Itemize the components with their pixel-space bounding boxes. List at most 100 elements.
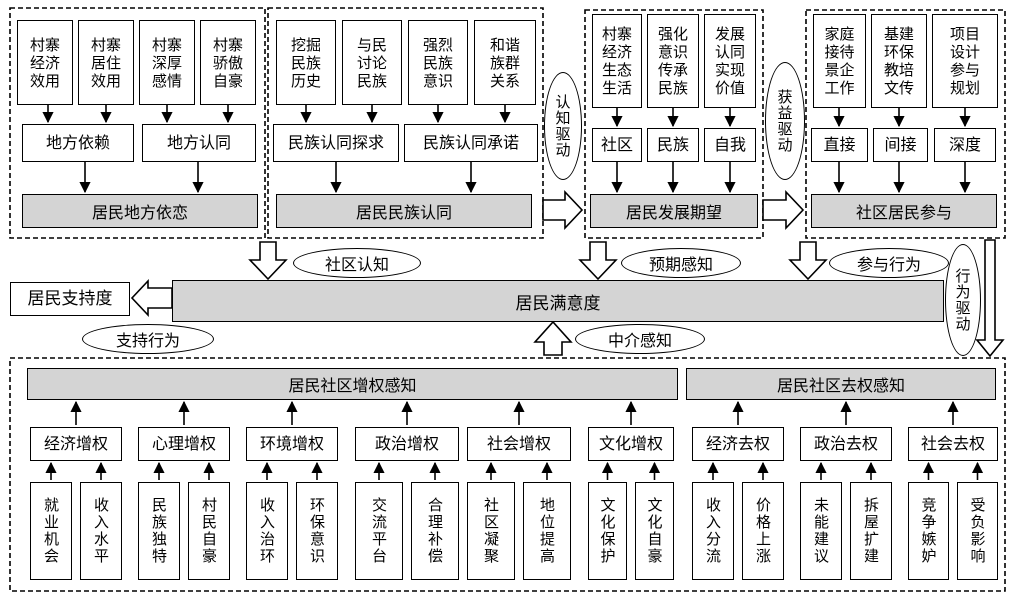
self-box: 自我	[704, 128, 756, 162]
environmental-empowerment-item-text: 收入治环	[258, 497, 276, 565]
empowerment-frame	[9, 357, 1006, 592]
psychological-empowerment-item-text: 村民自豪	[200, 497, 218, 565]
economic-disempowerment-label: 经济去权	[692, 427, 784, 461]
factor-discuss-ethnicity: 与民 讨论 民族	[342, 20, 402, 105]
place-identity-box: 地方认同	[142, 124, 256, 162]
community-participation-bar: 社区居民参与	[811, 194, 997, 228]
direct-box: 直接	[811, 128, 868, 162]
factor-explore-ethnic-history: 挖掘 民族 历史	[276, 20, 336, 105]
environmental-empowerment-item-text: 环保意识	[308, 497, 326, 565]
cognitive-drive-oval: 认知驱动	[544, 72, 582, 180]
psychological-empowerment-item-text: 民族独特	[150, 497, 168, 565]
political-disempowerment-item-text: 拆屋扩建	[862, 497, 880, 565]
place-attachment-bar: 居民地方依恋	[22, 194, 258, 228]
economic-disempowerment-item-1: 收入分流	[692, 482, 734, 580]
community-participation-frame	[805, 9, 1006, 239]
participation-behavior-oval: 参与行为	[829, 248, 949, 278]
factor-infrastructure-environment: 基建 环保 教培 文传	[871, 14, 927, 108]
factor-family-reception-work: 家庭 接待 景企 工作	[813, 14, 866, 108]
political-empowerment-label: 政治增权	[355, 427, 459, 461]
block-arrow-up-mediating	[533, 320, 573, 356]
factor-develop-identity-value: 发展 认同 实现 价值	[704, 14, 756, 108]
development-expectation-bar: 居民发展期望	[590, 194, 758, 228]
cultural-empowerment-item-2: 文化自豪	[635, 482, 674, 580]
development-expectation-frame	[584, 9, 764, 239]
indirect-box: 间接	[873, 128, 928, 162]
factor-village-living-utility: 村寨 居住 效用	[78, 20, 134, 105]
political-disempowerment-label: 政治去权	[800, 427, 892, 461]
social-empowerment-item-text: 社区凝聚	[482, 497, 500, 565]
cultural-empowerment-item-1: 文化保护	[588, 482, 627, 580]
benefit-drive-oval: 获益驱动	[765, 62, 805, 180]
factor-strengthen-awareness-heritage: 强化 意识 传承 民族	[647, 14, 699, 108]
resident-support-box: 居民支持度	[10, 282, 130, 316]
block-arrow-expectation-to-participation	[762, 189, 805, 231]
political-disempowerment-item-2: 拆屋扩建	[850, 482, 892, 580]
ethnic-identity-frame	[267, 7, 544, 239]
social-disempowerment-item-text: 竞争嫉妒	[919, 497, 938, 565]
environmental-empowerment-item-2: 环保意识	[296, 482, 338, 580]
depth-box: 深度	[934, 128, 996, 162]
political-disempowerment-item-text: 未能建议	[812, 497, 830, 565]
social-empowerment-item-2: 地位提高	[523, 482, 571, 580]
factor-village-economic-utility: 村寨 经济 效用	[17, 20, 73, 105]
social-empowerment-label: 社会增权	[467, 427, 571, 461]
factor-village-pride: 村寨 骄傲 自豪	[200, 20, 256, 105]
economic-empowerment-item-2: 收入水平	[80, 482, 122, 580]
factor-village-deep-affection: 村寨 深厚 感情	[139, 20, 195, 105]
behavior-drive-oval: 行为驱动	[945, 244, 981, 356]
block-arrow-down-participation-behavior	[788, 241, 828, 281]
social-disempowerment-label: 社会去权	[908, 427, 998, 461]
mediating-perception-oval: 中介感知	[575, 324, 705, 354]
block-arrow-down-community-cognition	[248, 241, 288, 281]
block-arrow-behavior-loop	[975, 239, 1005, 358]
psychological-empowerment-item-2: 村民自豪	[188, 482, 230, 580]
factor-harmonious-ethnic-relations: 和谐 族群 关系	[474, 20, 536, 105]
factor-village-economy-ecology-life: 村寨 经济 生态 生活	[592, 14, 642, 108]
cultural-empowerment-item-text: 文化保护	[598, 497, 617, 565]
block-arrow-to-support	[130, 278, 173, 318]
political-empowerment-item-text: 合理补偿	[426, 497, 444, 565]
place-attachment-frame	[9, 7, 266, 239]
economic-empowerment-item-text: 就业机会	[42, 497, 60, 565]
economic-empowerment-item-1: 就业机会	[30, 482, 72, 580]
economic-empowerment-label: 经济增权	[30, 427, 122, 461]
political-empowerment-item-2: 合理补偿	[411, 482, 459, 580]
block-arrow-down-expected-perception	[578, 241, 618, 281]
social-disempowerment-item-text: 受负影响	[968, 497, 987, 565]
political-empowerment-item-1: 交流平台	[355, 482, 403, 580]
nation-box: 民族	[647, 128, 699, 162]
economic-disempowerment-item-text: 收入分流	[704, 497, 722, 565]
expected-perception-oval: 预期感知	[621, 248, 741, 278]
factor-project-design-planning: 项目 设计 参与 规划	[932, 14, 998, 108]
resident-satisfaction-bar: 居民满意度	[172, 280, 944, 322]
environmental-empowerment-item-1: 收入治环	[246, 482, 288, 580]
psychological-empowerment-item-1: 民族独特	[138, 482, 180, 580]
disempowerment-perception-bar: 居民社区去权感知	[686, 368, 996, 400]
psychological-empowerment-label: 心理增权	[138, 427, 230, 461]
economic-empowerment-item-text: 收入水平	[92, 497, 110, 565]
economic-disempowerment-item-2: 价格上涨	[742, 482, 784, 580]
social-disempowerment-item-1: 竞争嫉妒	[908, 482, 949, 580]
ethnic-identity-commitment-box: 民族认同承诺	[404, 124, 538, 162]
social-empowerment-item-1: 社区凝聚	[467, 482, 515, 580]
social-empowerment-item-text: 地位提高	[538, 497, 556, 565]
cultural-empowerment-item-text: 文化自豪	[645, 497, 664, 565]
support-behavior-oval: 支持行为	[82, 324, 214, 354]
political-disempowerment-item-1: 未能建议	[800, 482, 842, 580]
social-disempowerment-item-2: 受负影响	[957, 482, 998, 580]
economic-disempowerment-item-text: 价格上涨	[754, 497, 772, 565]
ethnic-identity-exploration-box: 民族认同探求	[273, 124, 399, 162]
block-arrow-ethnic-to-expectation	[542, 189, 584, 231]
community-cognition-oval: 社区认知	[293, 248, 421, 278]
factor-strong-ethnic-awareness: 强烈 民族 意识	[408, 20, 468, 105]
environmental-empowerment-label: 环境增权	[246, 427, 338, 461]
place-dependence-box: 地方依赖	[22, 124, 134, 162]
political-empowerment-item-text: 交流平台	[370, 497, 388, 565]
ethnic-identity-bar: 居民民族认同	[276, 194, 532, 228]
empowerment-perception-bar: 居民社区增权感知	[27, 368, 678, 400]
community-box: 社区	[592, 128, 642, 162]
cultural-empowerment-label: 文化增权	[588, 427, 674, 461]
